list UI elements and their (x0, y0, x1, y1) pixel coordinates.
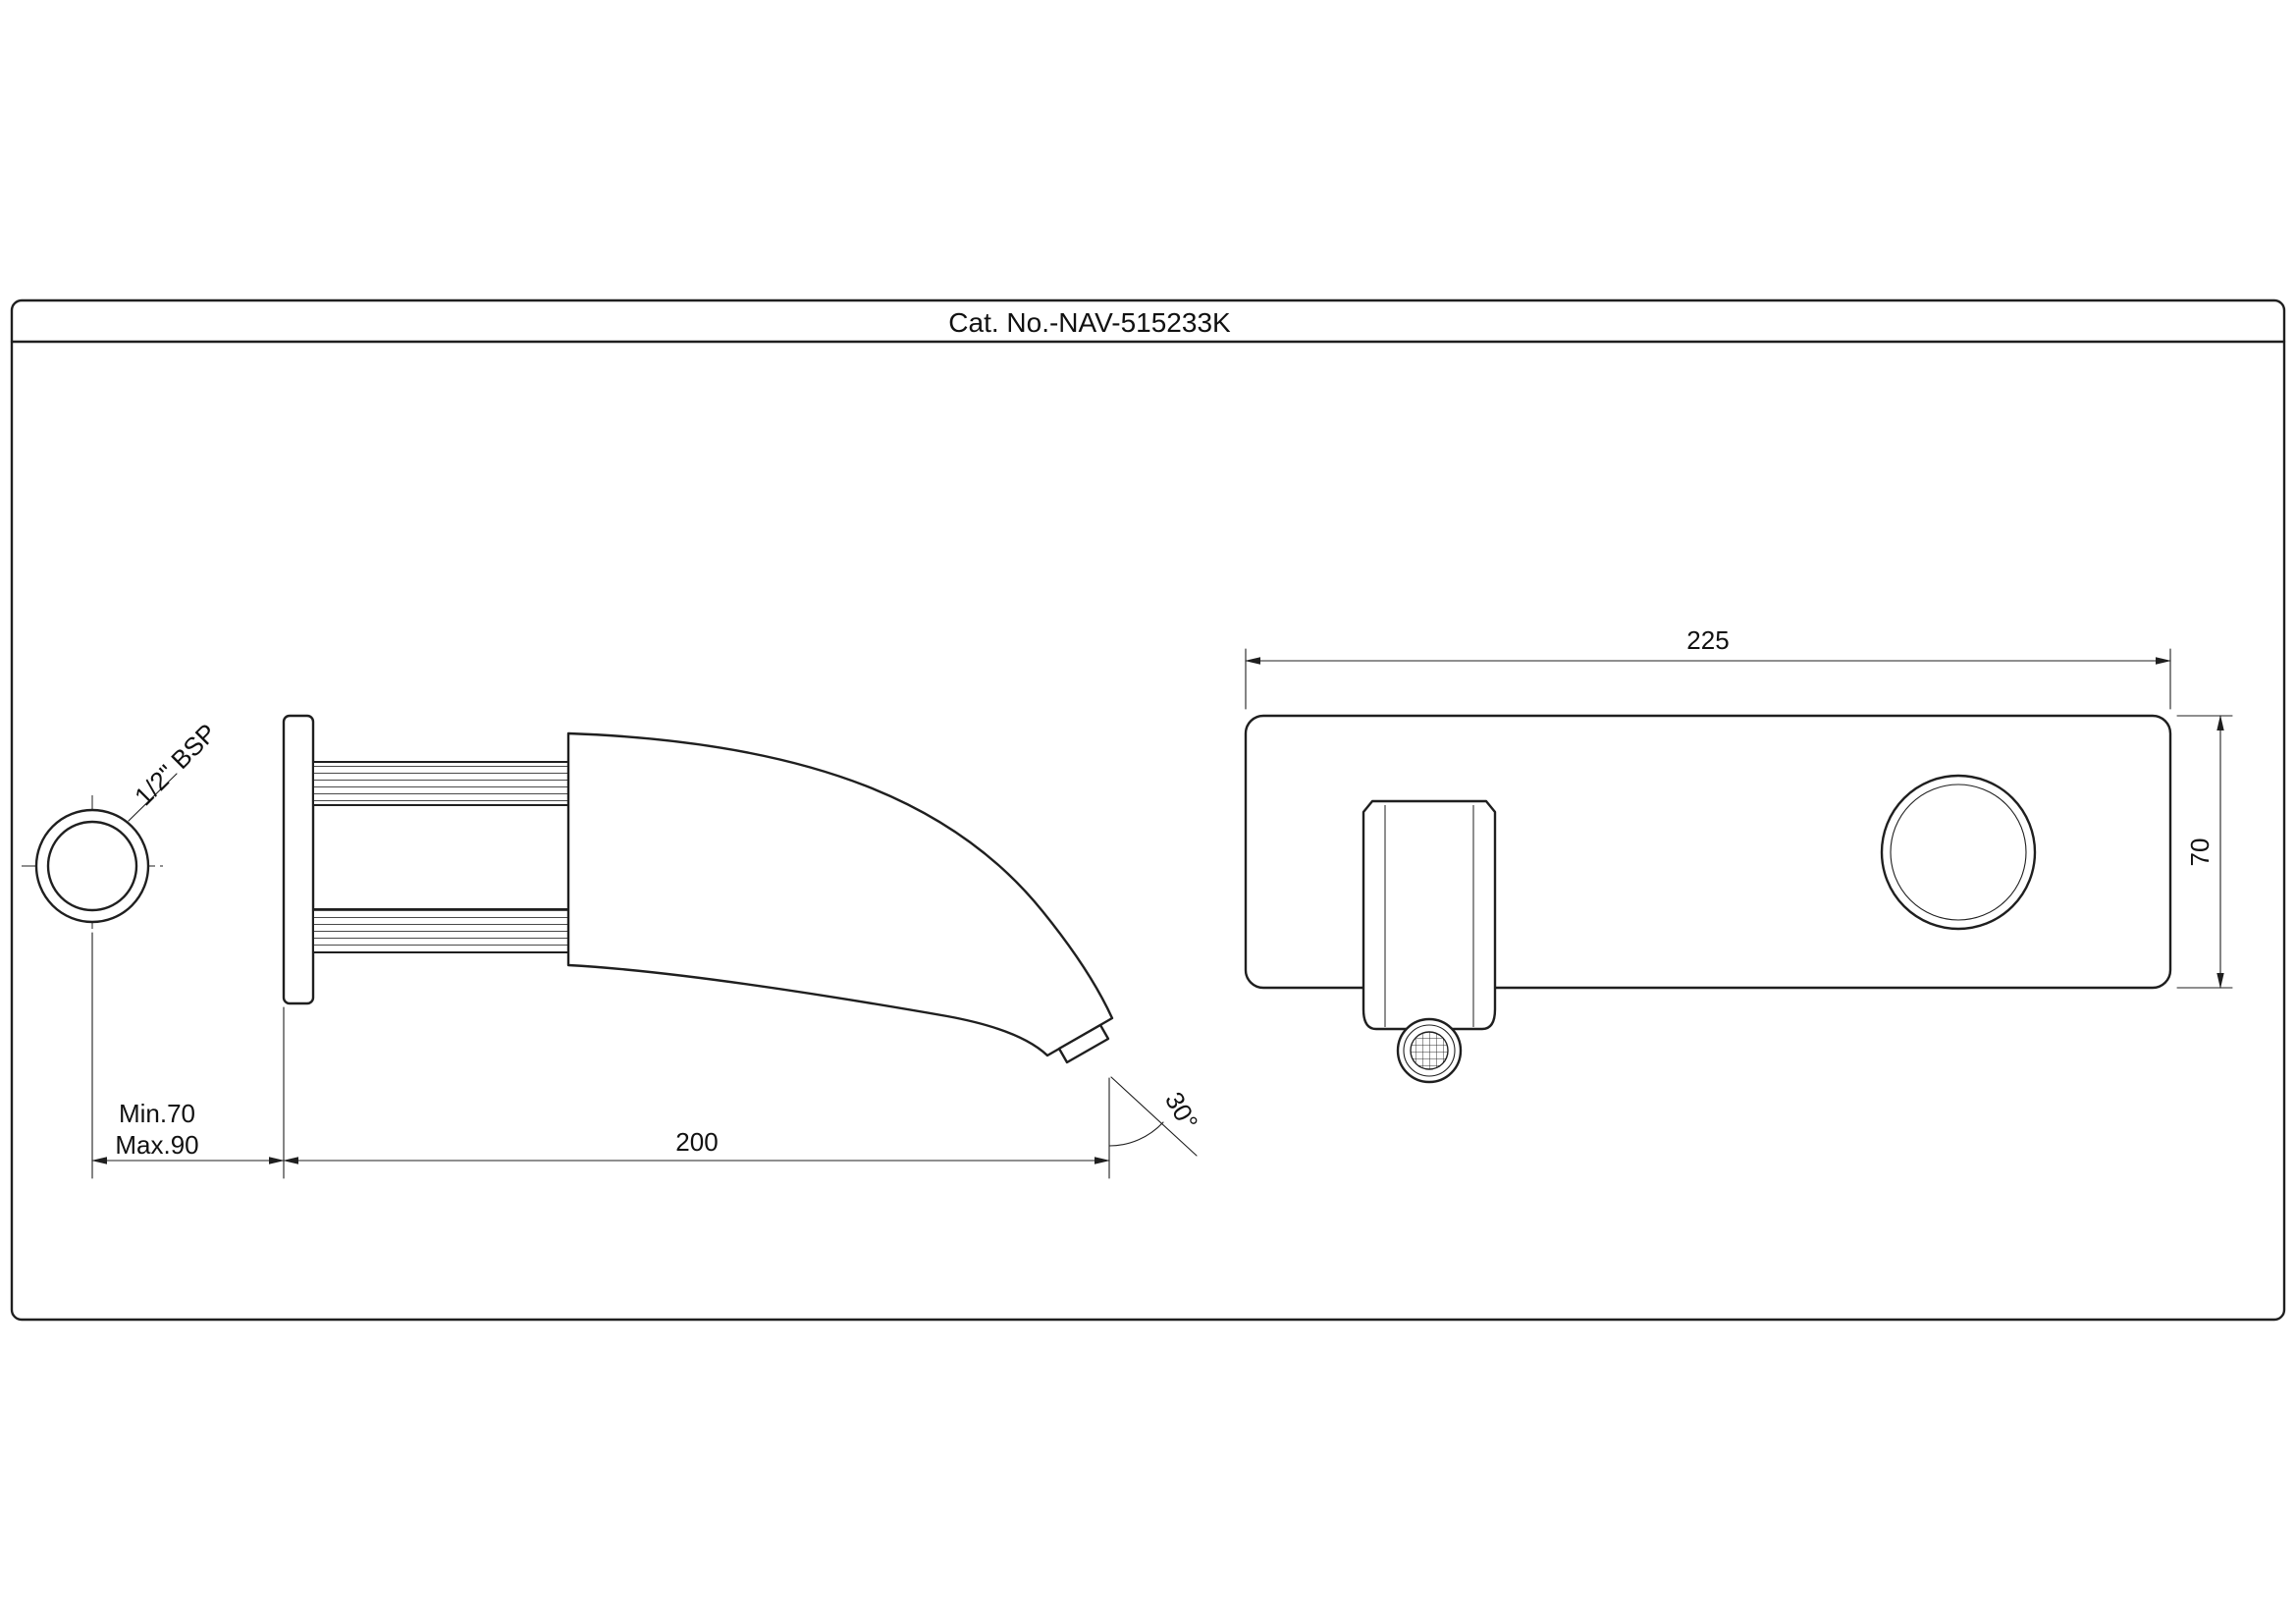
spout-aerator-tip (1057, 1023, 1110, 1064)
title-block: Cat. No.-NAV-515233K (10, 298, 2286, 1322)
spout-reach-label: 200 (675, 1127, 718, 1157)
inlet-connector-bottom (312, 908, 569, 953)
side-view-dimensions: Min.70 Max.90 200 30° (91, 932, 1204, 1179)
front-view-dimensions: 225 70 (1245, 625, 2233, 989)
thread-size-label: 1/2" BSP (129, 718, 222, 811)
supply-connection-view: 1/2" BSP (22, 718, 222, 937)
aerator-middle-ring (1403, 1024, 1456, 1077)
drawing-border (10, 298, 2286, 1322)
supply-circle-inner (46, 820, 138, 912)
spout-body-side (566, 731, 1114, 1057)
spout-body-front (1362, 799, 1497, 1031)
dim-arc-spout-angle (1108, 1121, 1164, 1147)
catalog-number: Cat. No.-NAV-515233K (948, 307, 1231, 338)
aerator-mesh (1410, 1031, 1449, 1070)
handle-knob-inner (1890, 784, 2027, 921)
thread-leader-line (128, 773, 178, 822)
side-view-group: 1/2" BSP (22, 714, 1114, 1064)
inlet-connector-top (312, 761, 569, 806)
handle-knob-outer (1880, 774, 2037, 931)
wall-depth-min-label: Min.70 (119, 1099, 195, 1128)
dim-line-spout-angle (1110, 1076, 1198, 1157)
plate-width-label: 225 (1686, 625, 1729, 655)
supply-circle-outer (34, 808, 150, 924)
plate-height-label: 70 (2185, 839, 2215, 867)
wall-plate-side (282, 714, 315, 1005)
wall-depth-max-label: Max.90 (115, 1130, 198, 1160)
front-view-group (1244, 714, 2172, 1084)
